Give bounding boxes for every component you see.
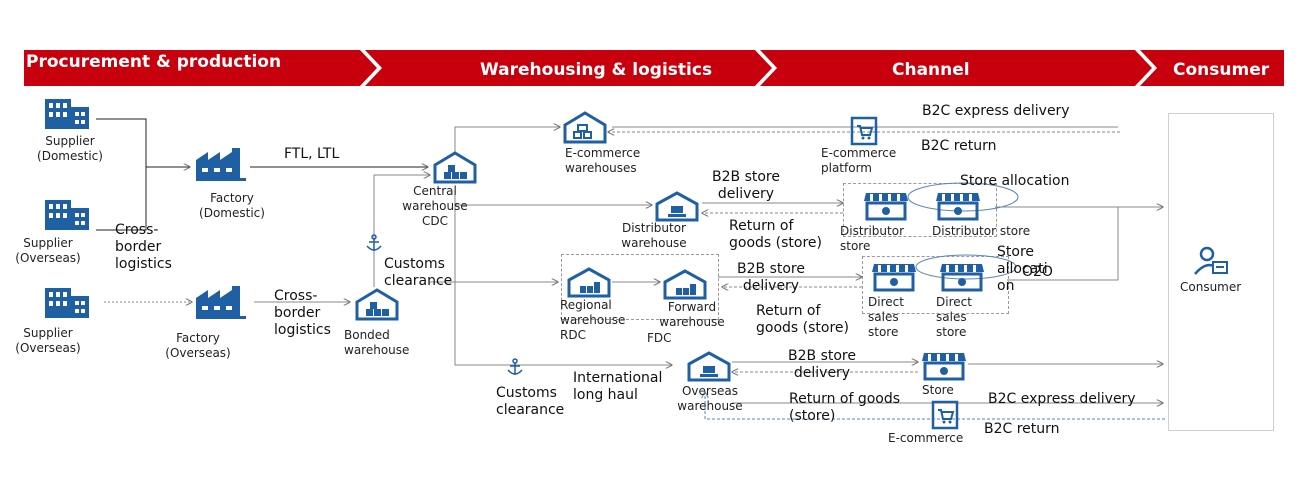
label-direct-sales-store-2: Direct sales store (936, 295, 972, 339)
customs-anchor-icon (366, 234, 382, 251)
label-supplier-domestic: Supplier (Domestic) (37, 134, 103, 163)
flow-b2b-store-delivery-1: B2B store delivery (712, 169, 780, 202)
flow-store-allocation-2: Store allocati on (997, 244, 1048, 294)
label-distributor-store-1: Distributor store (840, 224, 905, 253)
flow-b2c-express-2: B2C express delivery (988, 391, 1136, 407)
label-bonded-warehouse: Bonded warehouse (344, 328, 410, 357)
direct-sales-store-icon (872, 264, 916, 292)
flow-cross-border-1: Cross- border logistics (115, 222, 172, 272)
banner-label-procurement: Procurement & production (26, 52, 282, 72)
ecommerce-platform-icon (850, 116, 878, 146)
label-overseas-warehouse: Overseas warehouse (677, 384, 743, 413)
factory-overseas-icon (196, 286, 246, 319)
distributor-store-2-icon (936, 193, 980, 221)
label-ecommerce: E-commerce (888, 431, 964, 445)
label-ecommerce-warehouses: E-commerce warehouses (565, 146, 641, 175)
flow-b2c-express-1: B2C express delivery (922, 103, 1070, 119)
label-distributor-warehouse: Distributor warehouse (621, 221, 687, 250)
banner-stage-channel (760, 50, 1152, 86)
consumer-person-icon (1194, 246, 1228, 275)
flow-b2b-store-delivery-3: B2B store delivery (788, 348, 856, 381)
label-consumer: Consumer (1180, 280, 1242, 294)
store-icon (922, 353, 966, 381)
flow-return-goods-store-3: Return of goods (store) (789, 391, 901, 424)
flow-customs-clearance-1: Customs clearance (384, 256, 453, 289)
supplier-overseas-2-building-icon (45, 288, 89, 318)
label-factory-domestic: Factory (Domestic) (199, 191, 265, 220)
label-supplier-overseas-1: Supplier (Overseas) (15, 236, 81, 265)
label-central-warehouse: Central warehouse CDC (402, 184, 468, 228)
label-fdc: FDC (647, 331, 672, 345)
banner-stage-procurement (24, 50, 377, 86)
flow-return-goods-store-2: Return of goods (store) (756, 303, 849, 336)
factory-domestic-icon (196, 148, 246, 181)
customs-anchor-2-icon (507, 358, 523, 375)
ecommerce-warehouse-icon (563, 111, 607, 144)
distributor-store-icon (864, 193, 908, 221)
direct-sales-store-group (862, 256, 1009, 314)
label-forward-warehouse: Forward warehouse (659, 300, 725, 329)
regional-warehouse-icon (567, 267, 611, 298)
banner-label-consumer: Consumer (1173, 60, 1270, 80)
flow-b2c-return-1: B2C return (921, 138, 997, 154)
label-direct-sales-store-1: Direct sales store (868, 295, 904, 339)
label-regional-warehouse: Regional warehouse RDC (560, 298, 626, 342)
flow-o2o: O2O (1022, 264, 1053, 280)
banner-label-warehousing: Warehousing & logistics (480, 60, 713, 80)
central-warehouse-icon (433, 151, 477, 184)
distributor-warehouse-icon (655, 191, 699, 222)
flow-customs-clearance-2: Customs clearance (496, 385, 565, 418)
flow-b2b-store-delivery-2: B2B store delivery (737, 261, 805, 294)
ecommerce-icon (931, 400, 959, 430)
label-supplier-overseas-2: Supplier (Overseas) (15, 326, 81, 355)
bonded-warehouse-icon (355, 288, 399, 321)
flow-international-long-haul: International long haul (573, 370, 663, 403)
supplier-building-icon (45, 99, 89, 129)
distributor-store-group (843, 183, 997, 237)
label-ecommerce-platform: E-commerce platform (821, 146, 897, 175)
banner-stage-warehousing (365, 50, 772, 86)
label-factory-overseas: Factory (Overseas) (165, 331, 231, 360)
flow-ftl-ltl: FTL, LTL (284, 146, 340, 162)
label-store: Store (922, 383, 954, 397)
overseas-warehouse-icon (687, 351, 731, 382)
flow-b2c-return-2: B2C return (984, 421, 1060, 437)
regional-forward-group (561, 254, 719, 320)
banner-stage-consumer (1140, 50, 1284, 86)
forward-warehouse-icon (663, 269, 707, 300)
direct-sales-store-2-icon (940, 264, 984, 292)
label-distributor-store-2: Distributor store (932, 224, 1031, 238)
flow-cross-border-2: Cross- border logistics (274, 288, 331, 338)
banner-label-channel: Channel (892, 60, 970, 80)
flow-return-goods-store-1: Return of goods (store) (729, 218, 822, 251)
supplier-overseas-building-icon (45, 200, 89, 230)
flow-store-allocation-1: Store allocation (960, 173, 1070, 189)
